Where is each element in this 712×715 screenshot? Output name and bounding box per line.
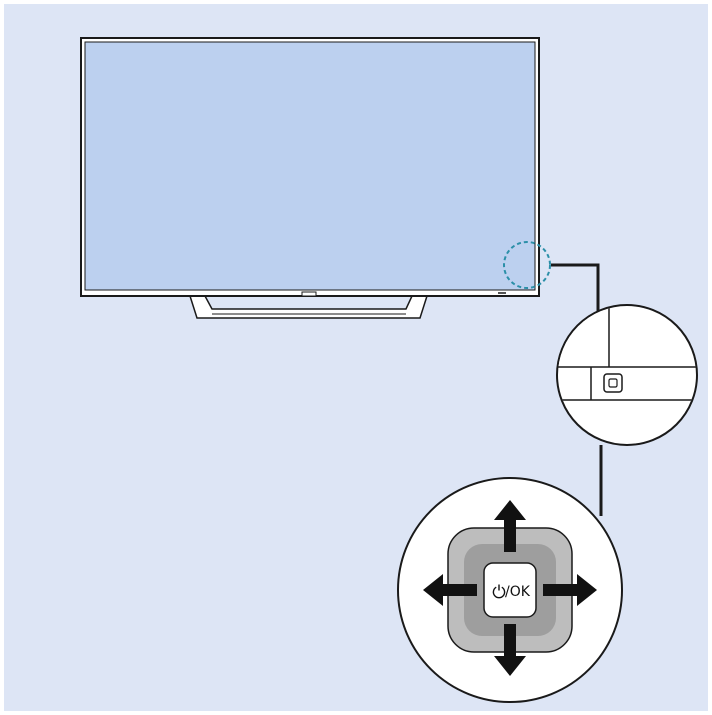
tv-logo-tab [301,291,317,297]
arrow-down-icon [494,624,526,676]
square-button-icon [603,373,623,393]
arrow-left-icon [423,574,477,606]
tv-screen [84,41,536,291]
tv [80,37,540,297]
power-icon [492,584,506,599]
ok-label: /OK [505,584,531,600]
power-ok-button [483,562,537,618]
arrow-up-icon [494,500,526,552]
arrow-right-icon [543,574,597,606]
connector-line-1 [551,263,600,312]
joystick-view: /OK [397,477,623,703]
button-location-highlight [503,241,551,289]
